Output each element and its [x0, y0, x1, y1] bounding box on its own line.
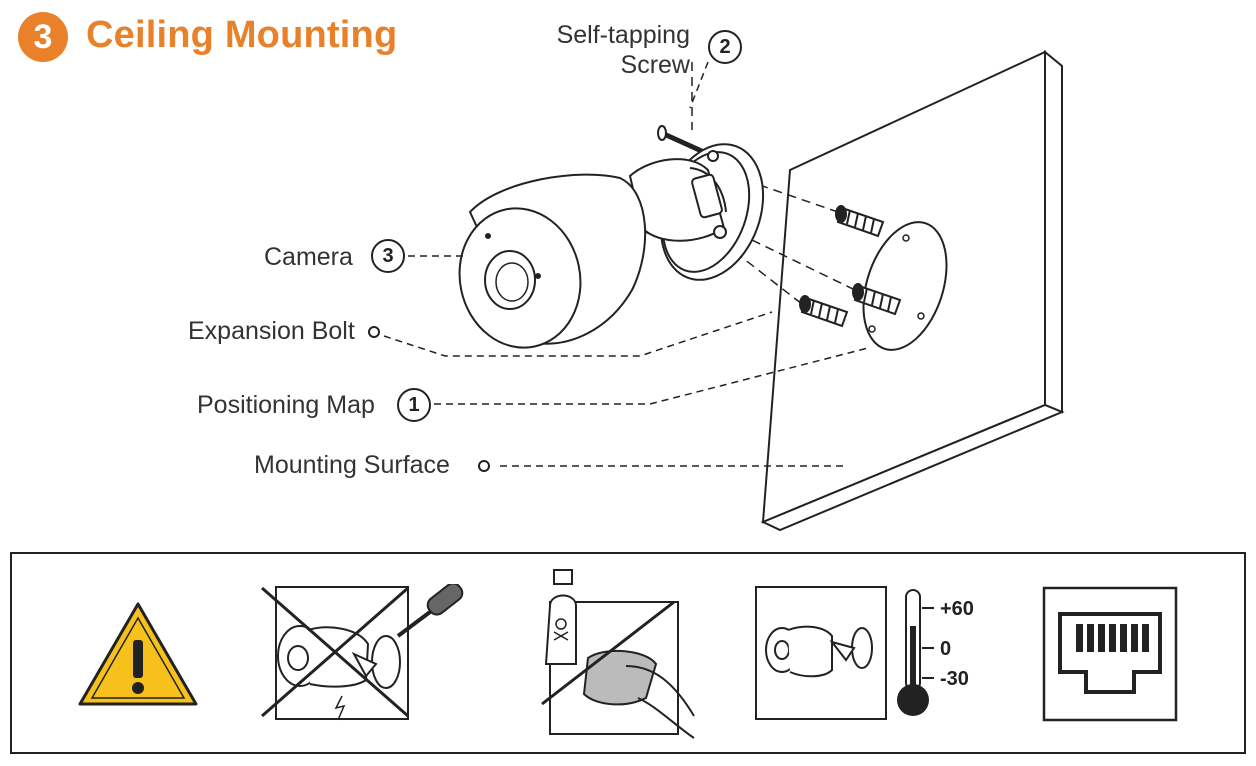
no-chemical-cleaning-icon	[541, 569, 695, 739]
callout-dot-mounting-surface	[478, 460, 490, 472]
expansion-bolt-left	[799, 295, 849, 328]
ceiling-mounting-diagram	[383, 49, 1065, 532]
self-tapping-screw-label-line2: Screw	[620, 51, 690, 79]
expansion-bolt-right	[852, 283, 902, 316]
mounting-surface-label: Mounting Surface	[254, 451, 450, 479]
ethernet-port-icon	[1042, 586, 1178, 722]
temperature-max-label: +60	[940, 598, 974, 620]
callout-number-camera: 3	[371, 239, 405, 273]
no-disassemble-icon	[261, 584, 464, 721]
temperature-min-label: -30	[940, 668, 969, 690]
temperature-range-icon	[755, 586, 934, 720]
self-tapping-screw-label: Self-tapping Screw	[520, 20, 690, 80]
positioning-map-label: Positioning Map	[197, 391, 375, 419]
warnings-panel	[10, 552, 1246, 754]
callout-number-positioning-map: 1	[397, 388, 431, 422]
temperature-mid-label: 0	[940, 638, 952, 660]
callout-number-screw: 2	[708, 30, 742, 64]
warning-icon	[78, 602, 198, 706]
positioning-map-shape	[862, 221, 948, 351]
camera-body	[458, 173, 647, 349]
expansion-bolt-top	[835, 205, 885, 238]
page-title: Ceiling Mounting	[86, 14, 398, 56]
step-number-badge: 3	[18, 12, 68, 62]
camera-label: Camera	[264, 243, 353, 271]
callout-dot-expansion-bolt	[368, 326, 380, 338]
mounting-bracket	[628, 143, 765, 281]
self-tapping-screw-label-line1: Self-tapping	[556, 21, 690, 49]
expansion-bolt-label: Expansion Bolt	[188, 317, 355, 345]
